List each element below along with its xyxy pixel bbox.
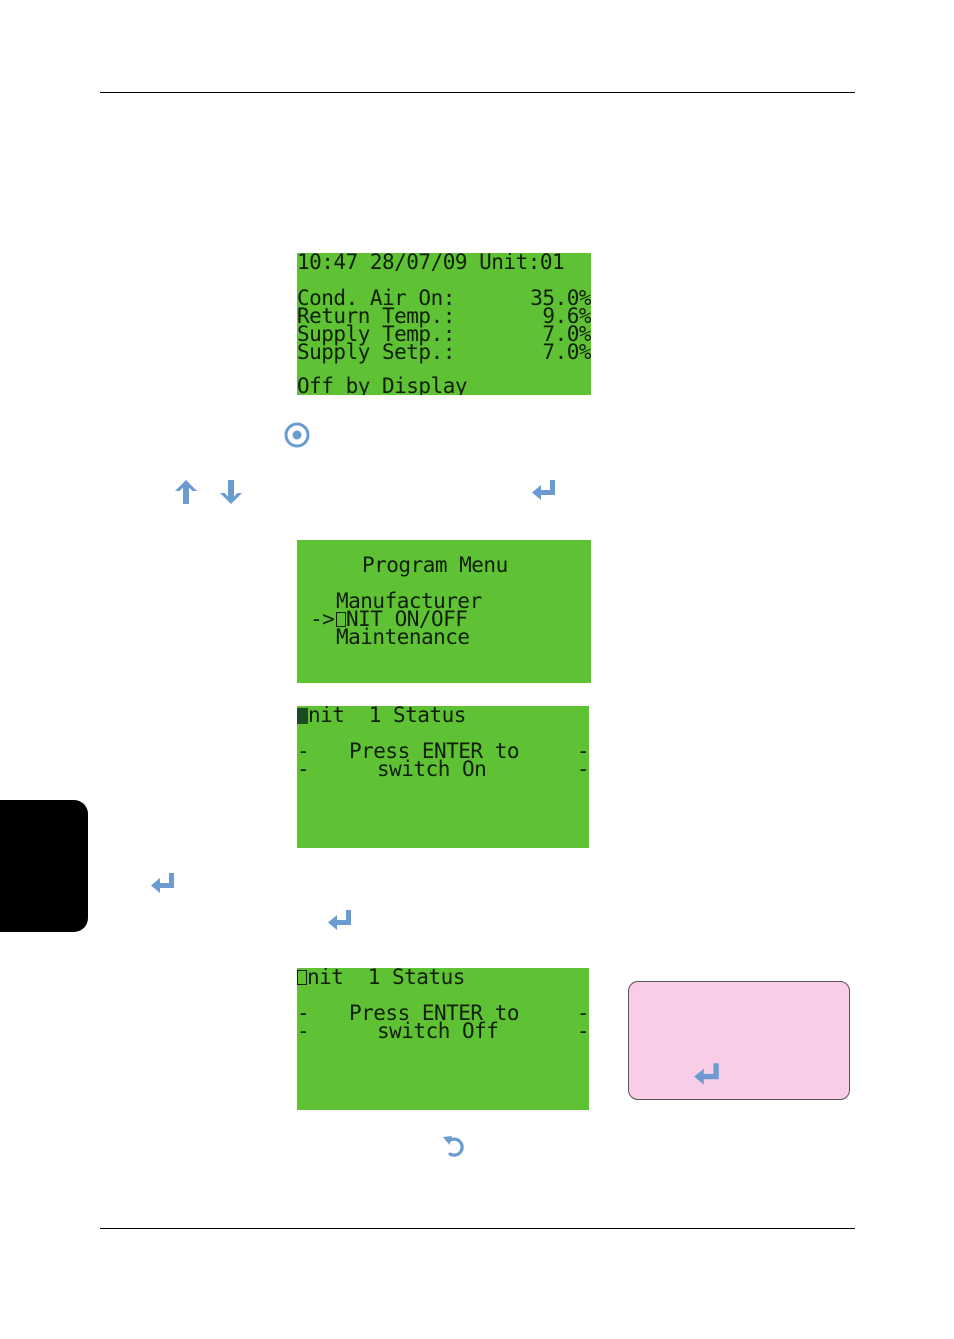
enter-return-icon [691,1060,723,1090]
undo-back-icon [440,1132,470,1162]
switch-on-line: switch On [377,757,487,781]
lcd-unit-status-off: nit 1 Status - Press ENTER to - - switch… [297,968,589,1110]
right-dash-2: - [576,757,589,781]
lcd-unit-status-on: nit 1 Status - Press ENTER to - - switch… [297,706,589,848]
note-box [628,981,850,1100]
menu-item-unit-on-off: NIT ON/OFF [336,607,468,631]
right-dash-1: - [576,739,589,763]
menu-item-manufacturer: Manufacturer [336,589,482,613]
supply-temp-label: Supply Temp.: [297,322,455,346]
unit-status-title: nit 1 Status [297,968,465,989]
lcd-header: 10:47 28/07/09 Unit:01 [297,253,565,274]
menu-item-unit-on-off-label: NIT ON/OFF [346,607,468,631]
switch-off-line: switch Off [377,1019,499,1043]
left-dash-1: - [297,1001,310,1025]
enter-return-icon [529,477,559,505]
cond-air-on-label: Cond. Air On: [297,286,455,310]
right-dash-2: - [576,1019,589,1043]
status-cursor [297,708,308,724]
program-menu-title: Program Menu [362,553,508,577]
lcd-main-status: 10:47 28/07/09 Unit:01 Cond. Air On: 35.… [297,253,591,395]
left-dash-1: - [297,739,310,763]
right-dash-1: - [576,1001,589,1025]
lcd-program-menu: Program Menu Manufacturer -> NIT ON/OFF … [297,540,591,683]
supply-temp-value: 7.0% [542,322,591,346]
unit-status-title: nit 1 Status [297,706,466,727]
supply-setp-value: 7.0% [542,340,591,364]
return-temp-label: Return Temp.: [297,304,455,328]
left-dash-2: - [297,757,310,781]
return-temp-value: 9.6% [542,304,591,328]
bottom-rule [100,1228,855,1229]
enter-return-icon [325,907,355,935]
left-dash-2: - [297,1019,310,1043]
status-cursor [297,970,307,985]
target-circle-icon [283,421,311,449]
menu-item-maintenance: Maintenance [336,625,470,649]
unit-status-title-label: nit 1 Status [308,706,466,727]
menu-pointer: -> [310,607,335,631]
supply-setp-label: Supply Setp.: [297,340,455,364]
arrow-up-icon [172,477,200,507]
cond-air-on-value: 35.0% [530,286,591,310]
enter-return-icon [148,870,178,898]
menu-cursor [336,612,346,627]
press-enter-line: Press ENTER to [349,739,520,763]
top-rule [100,92,855,93]
section-tab [0,800,88,932]
unit-status-text: Off by Display [297,374,468,396]
unit-status-title-label: nit 1 Status [307,968,465,989]
arrow-down-icon [217,477,245,507]
lock-icon [530,377,589,395]
press-enter-line: Press ENTER to [349,1001,520,1025]
